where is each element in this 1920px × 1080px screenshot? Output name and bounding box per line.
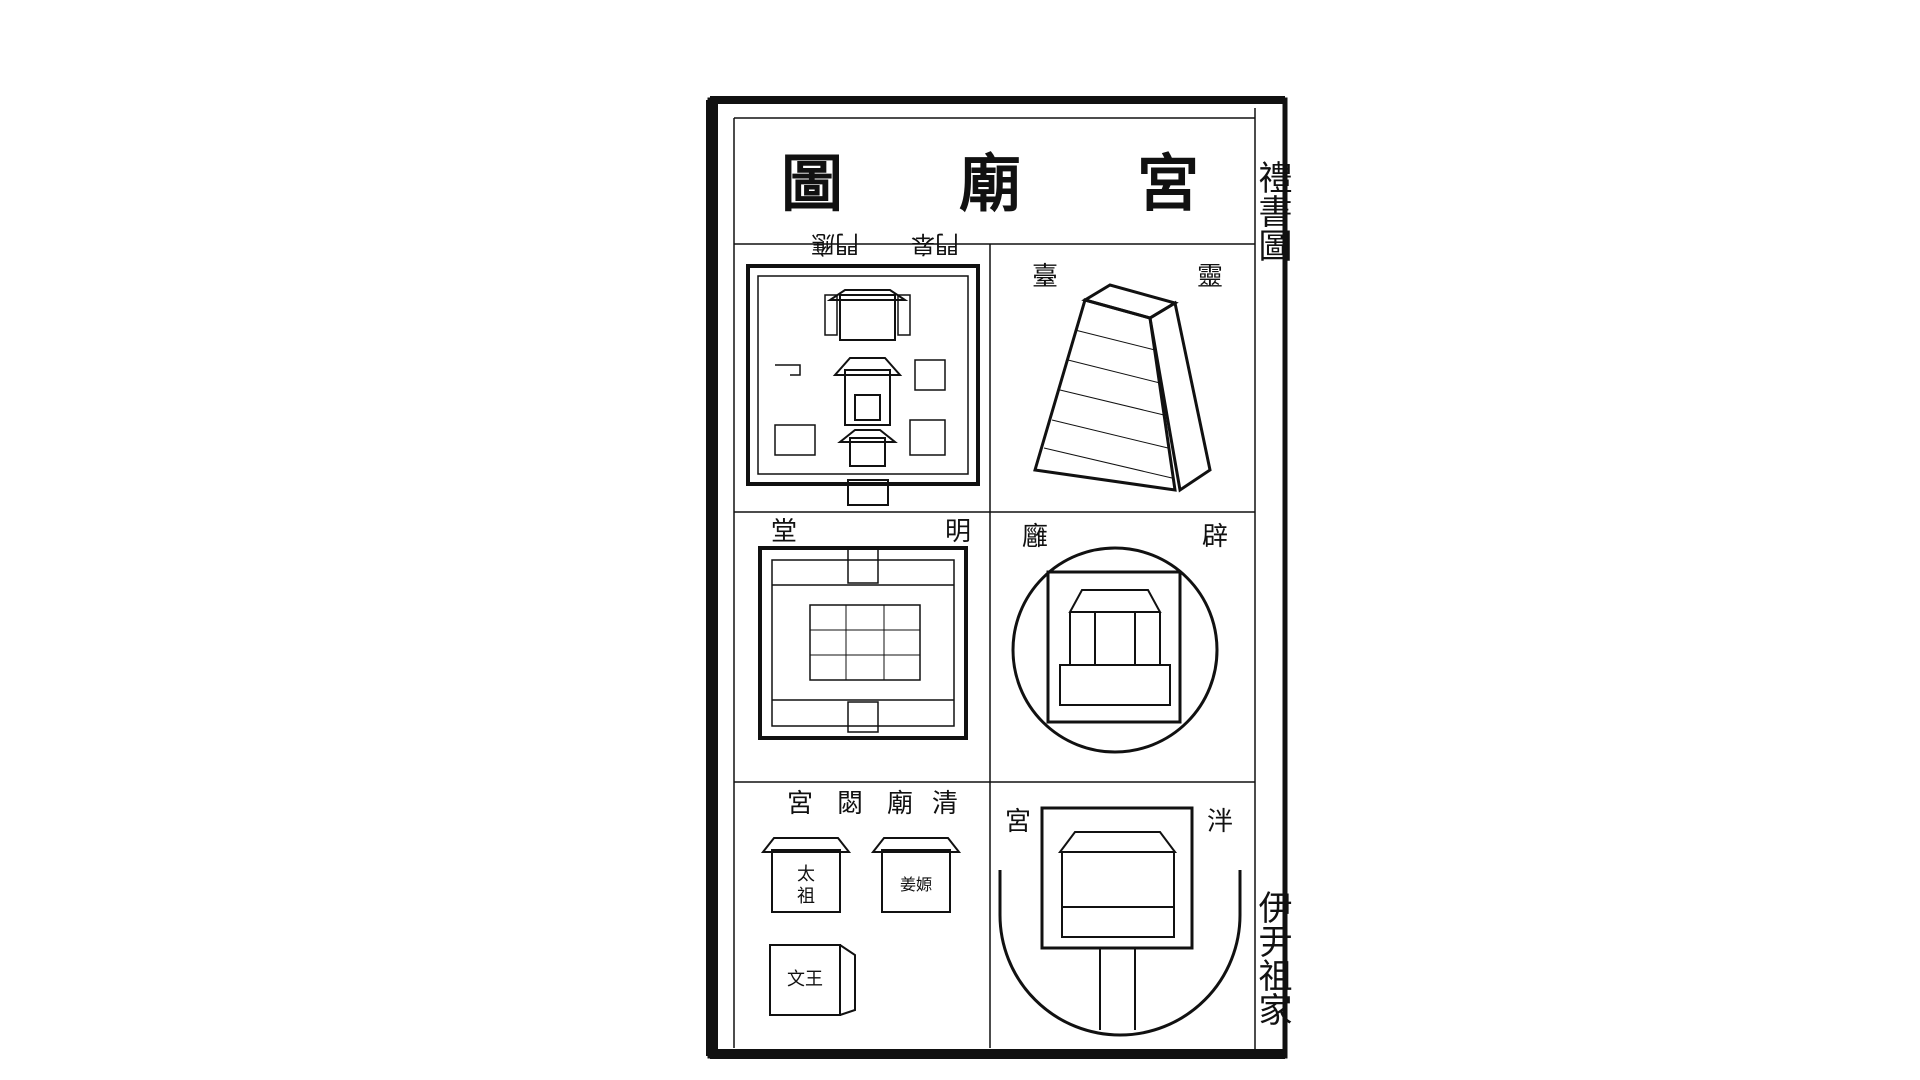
side-text-top: 禮書圖 — [1252, 160, 1292, 262]
page-title: 圖 廟 宮 — [781, 147, 1199, 220]
title-char-2: 廟 — [959, 147, 1021, 220]
svg-text:臺: 臺 — [1032, 262, 1058, 292]
svg-text:泮: 泮 — [1207, 807, 1233, 837]
svg-text:祖: 祖 — [797, 886, 815, 907]
panel-qingmiao: 清 廟 閟 宮 太 祖 姜嫄 文王 — [760, 789, 962, 1016]
svg-text:清: 清 — [932, 789, 958, 819]
svg-text:門皋: 門皋 — [911, 230, 959, 258]
svg-text:文王: 文王 — [787, 969, 823, 990]
side-margin-text: 禮書圖 伊尹祖家 — [1252, 160, 1292, 1026]
side-text-bottom: 伊尹祖家 — [1252, 890, 1292, 1026]
panel-palace-plan: 門應 門皋 — [746, 230, 980, 506]
svg-text:姜嫄: 姜嫄 — [900, 875, 932, 894]
svg-text:太: 太 — [797, 864, 815, 885]
svg-text:明: 明 — [945, 517, 971, 547]
title-char-1: 圖 — [781, 147, 843, 220]
panel-mingtang: 明 堂 — [758, 517, 971, 740]
title-char-3: 宮 — [1137, 147, 1199, 220]
svg-text:門應: 門應 — [811, 230, 859, 258]
svg-text:閟: 閟 — [837, 789, 863, 819]
panel-lingtai: 靈 臺 — [1032, 262, 1223, 493]
svg-text:宮: 宮 — [787, 789, 813, 819]
panel-biyong: 辟 廱 — [1011, 522, 1228, 754]
svg-text:廟: 廟 — [887, 789, 913, 819]
svg-text:靈: 靈 — [1197, 262, 1223, 292]
page-frame — [706, 96, 1288, 1059]
panel-pangong: 泮 宮 — [998, 806, 1242, 1037]
svg-text:廱: 廱 — [1022, 522, 1048, 552]
svg-text:堂: 堂 — [771, 517, 797, 547]
svg-text:辟: 辟 — [1202, 522, 1228, 552]
svg-text:宮: 宮 — [1005, 807, 1031, 837]
